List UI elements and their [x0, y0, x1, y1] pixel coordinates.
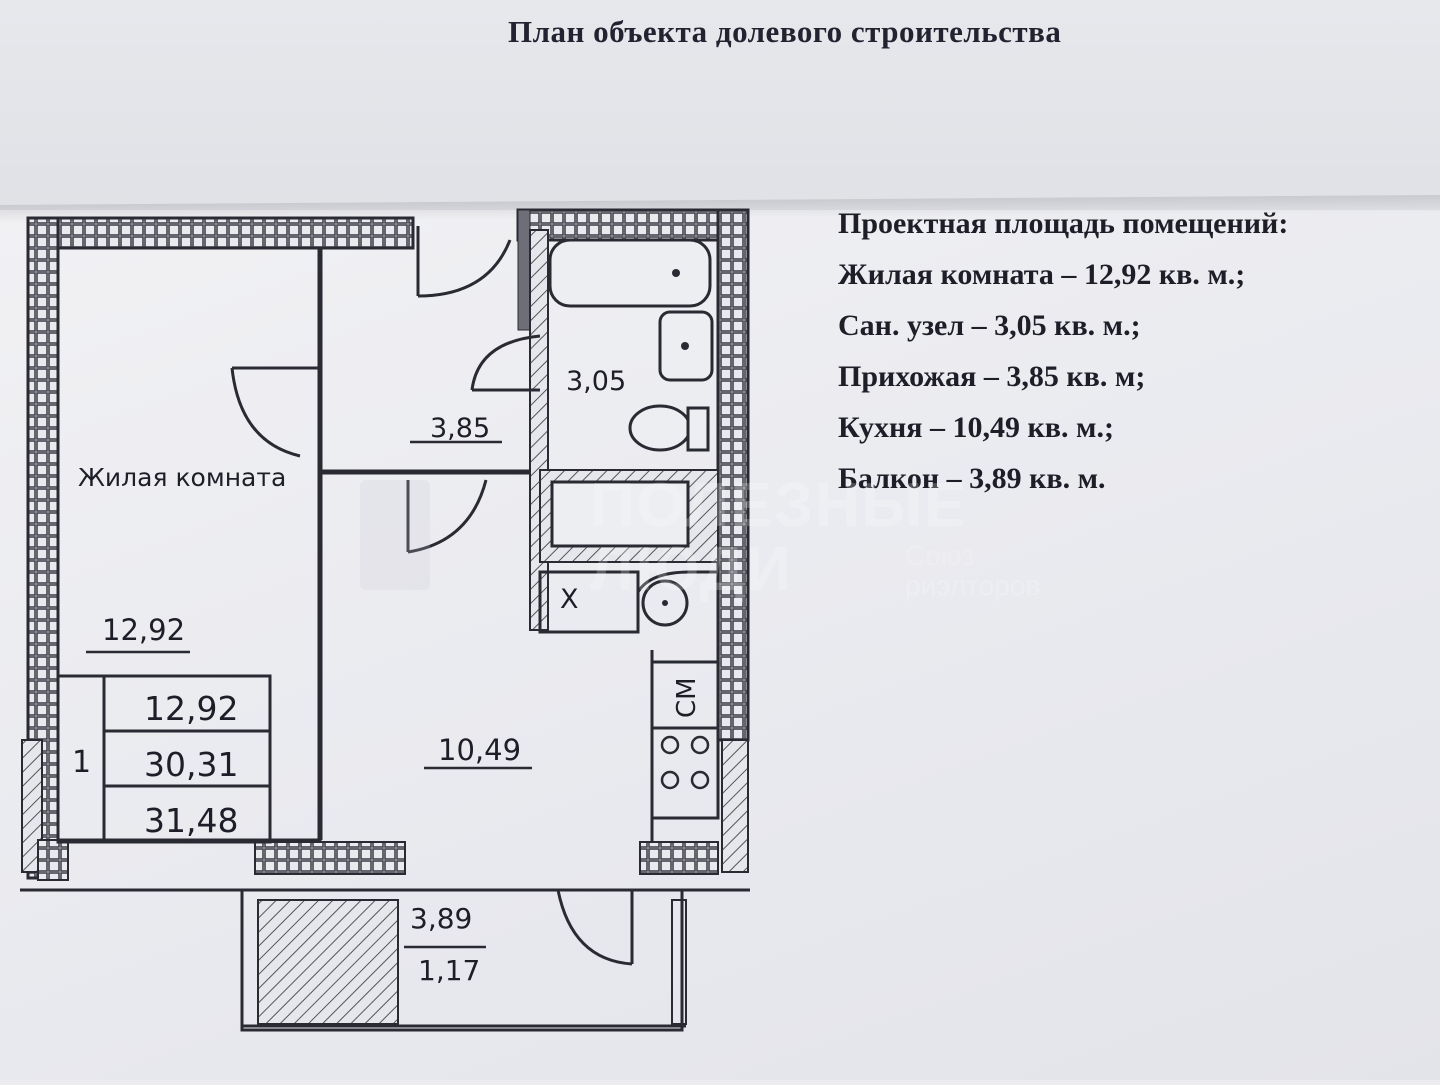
partitions	[56, 209, 720, 842]
washbasin	[658, 310, 714, 382]
legend-item-balcony: Балкон – 3,89 кв. м.	[838, 462, 1106, 495]
bathroom-area: 3,05	[566, 366, 626, 397]
area-underlines	[86, 440, 532, 949]
kitchen-area: 10,49	[438, 733, 521, 767]
legend-item-hallway: Прихожая – 3,85 кв. м;	[838, 360, 1146, 393]
legend-item-living: Жилая комната – 12,92 кв. м.;	[838, 258, 1246, 291]
kitchen-sink	[641, 579, 689, 627]
document-title: План объекта долевого строительства	[508, 14, 1062, 49]
stove	[660, 735, 710, 790]
hallway-area: 3,85	[430, 413, 490, 444]
balcony-area: 3,89	[410, 902, 472, 935]
fridge-mark: Х	[560, 584, 579, 615]
living-room-label: Жилая комната	[78, 463, 286, 492]
bathtub	[548, 238, 712, 308]
balcony	[240, 888, 687, 1032]
balcony-coef-area: 1,17	[418, 954, 480, 987]
toilet	[628, 404, 710, 452]
legend-item-kitchen: Кухня – 10,49 кв. м.;	[838, 411, 1114, 444]
legend-heading: Проектная площадь помещений:	[838, 207, 1289, 240]
summary-living: 12,92	[144, 689, 238, 728]
outer-walls	[20, 208, 750, 892]
living-room-area: 12,92	[102, 613, 185, 647]
washer-mark: СМ	[672, 677, 702, 718]
summary-room-count: 1	[72, 745, 91, 780]
summary-total: 30,31	[144, 745, 238, 784]
summary-total-with-balcony: 31,48	[144, 801, 238, 840]
doors	[230, 226, 634, 966]
area-legend: Проектная площадь помещений: Жилая комна…	[838, 198, 1428, 504]
sheet-top	[0, 0, 1440, 215]
summary-table	[56, 674, 272, 844]
floor-plan: Жилая комната 12,92 3,85 3,05 10,49 3,89…	[0, 200, 760, 1080]
floor-plan-drawing: Жилая комната 12,92 3,85 3,05 10,49 3,89…	[20, 208, 750, 1032]
legend-item-bathroom: Сан. узел – 3,05 кв. м.;	[838, 309, 1141, 342]
